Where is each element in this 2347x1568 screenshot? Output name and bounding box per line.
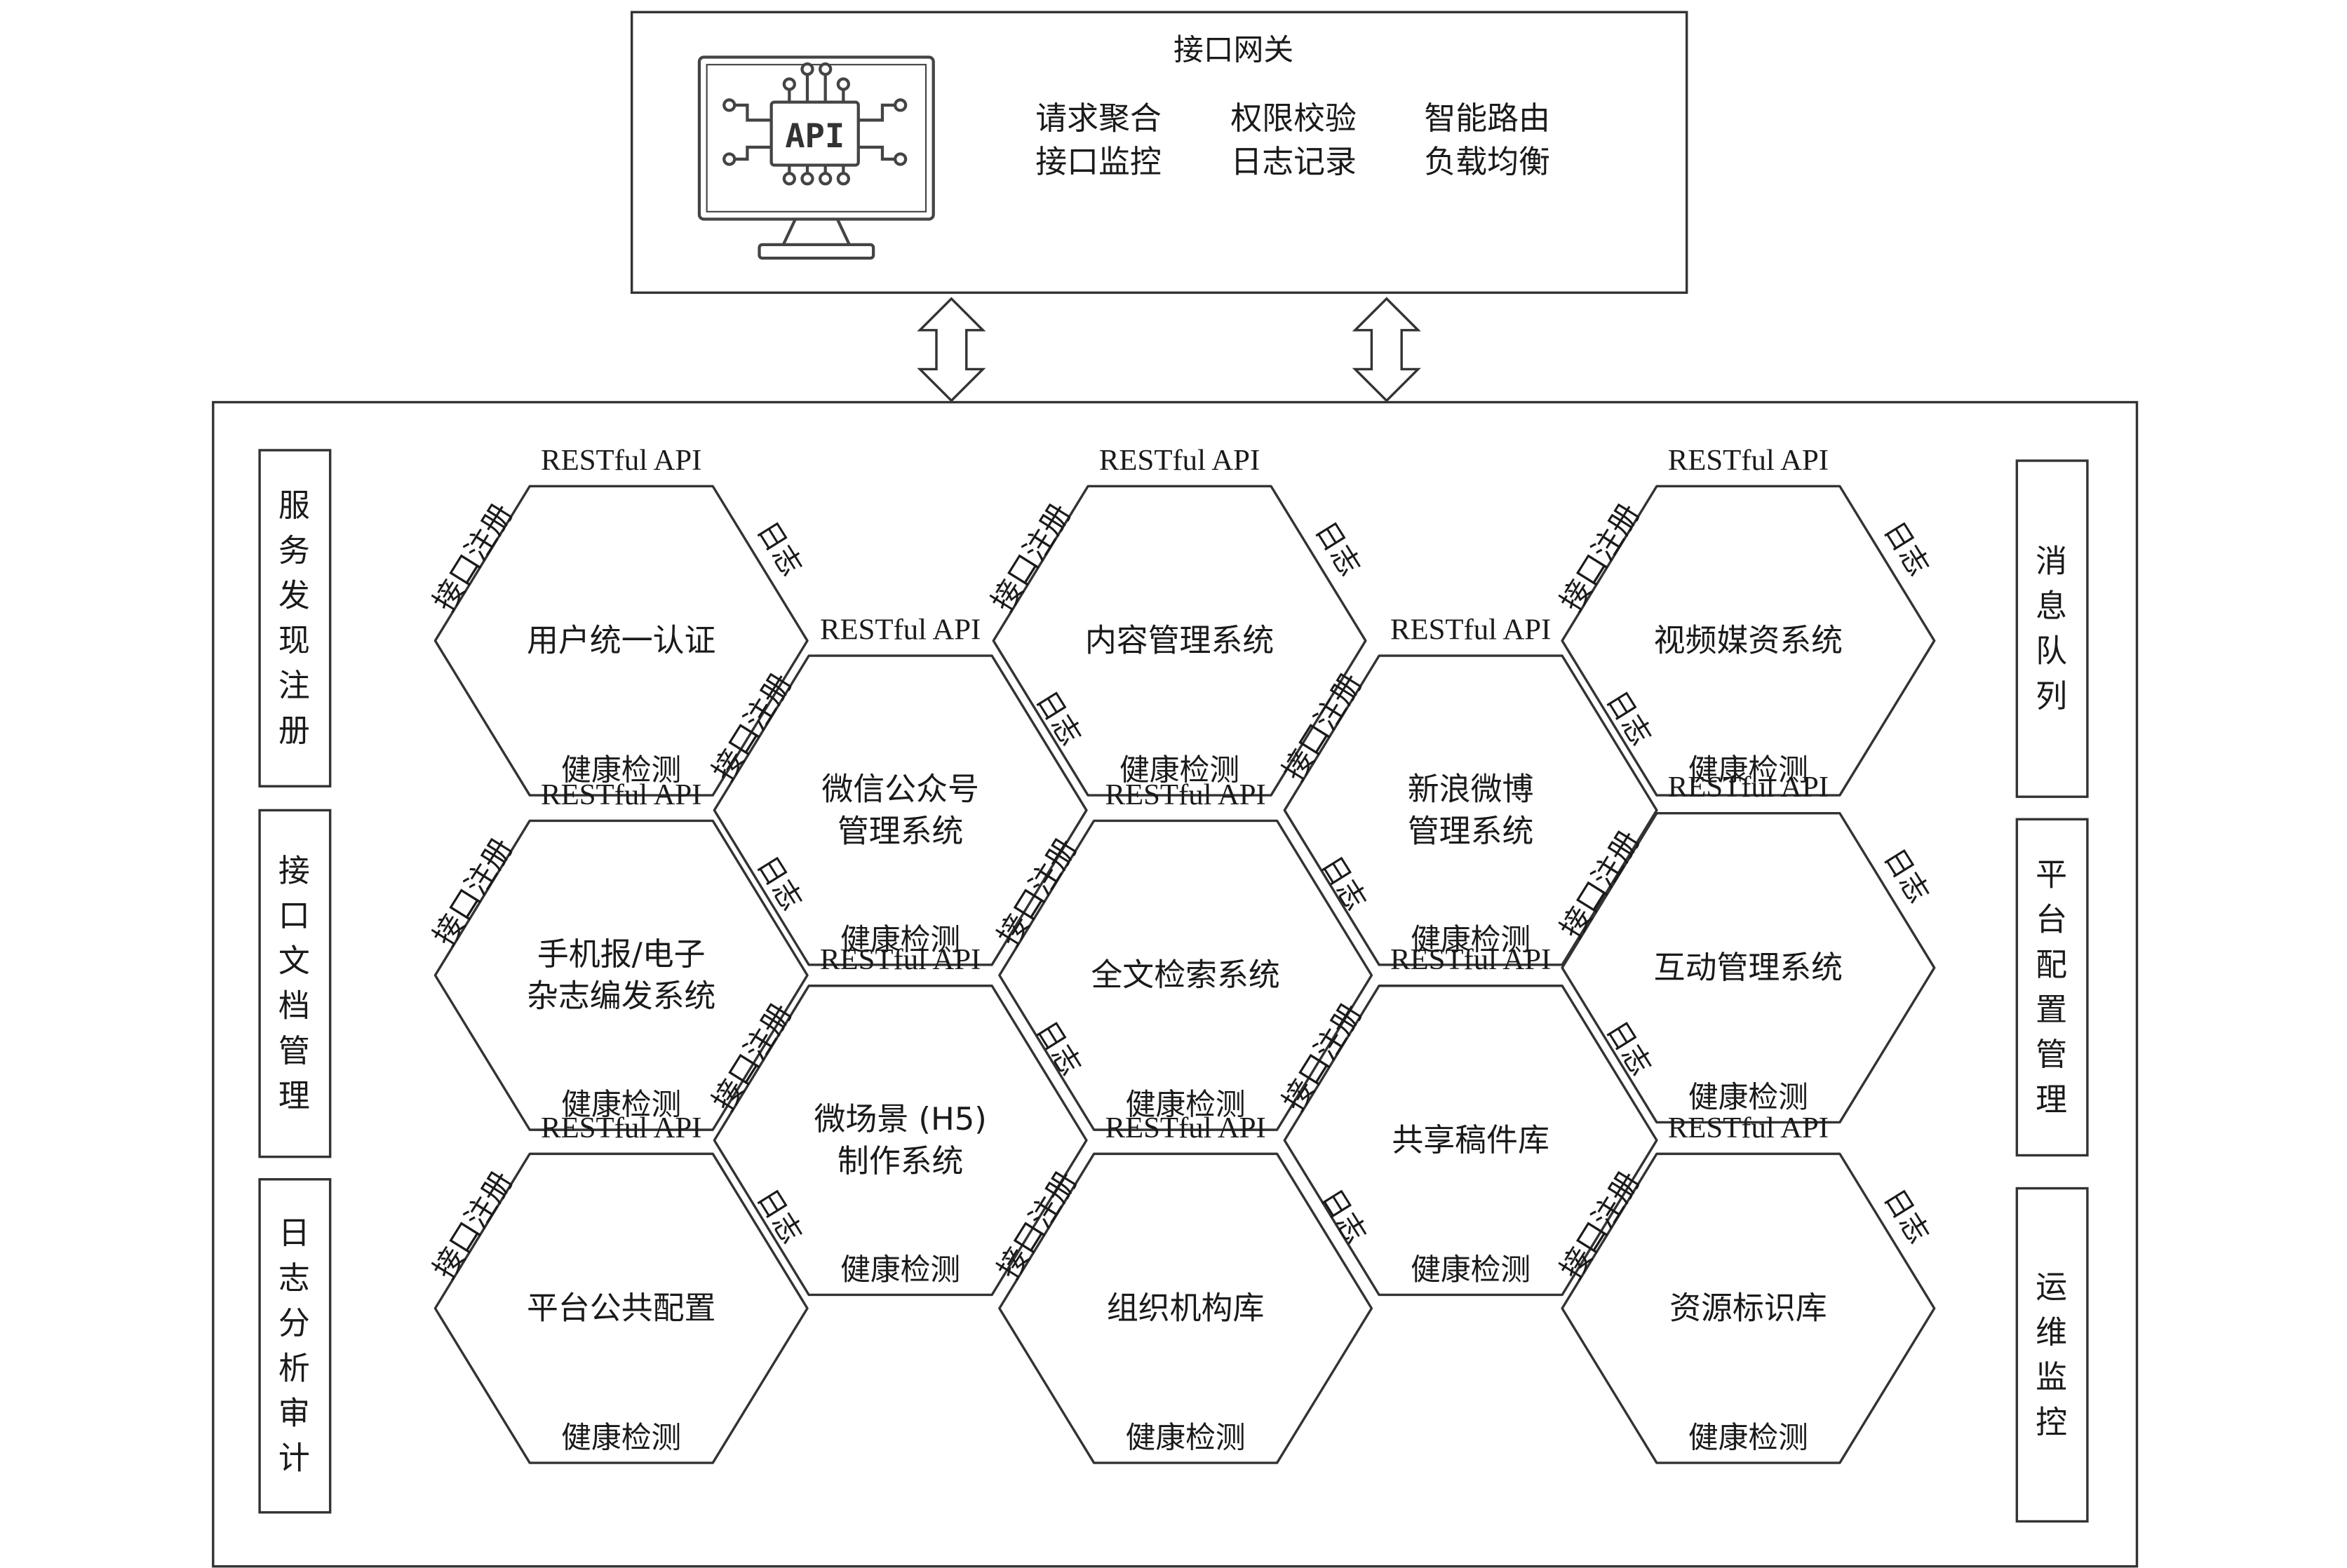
log-label: 日志 bbox=[1877, 515, 1936, 581]
health-check-label: 健康检测 bbox=[561, 1421, 681, 1456]
feature-permission-check: 权限校验 bbox=[1230, 100, 1357, 137]
panel-api-docs bbox=[258, 809, 332, 1158]
hex-platform-config: 平台公共配置 RESTful API 健康检测 接口注册 日志 bbox=[426, 1111, 809, 1464]
log-label: 日志 bbox=[751, 850, 809, 916]
restful-api-label: RESTful API bbox=[541, 444, 701, 477]
service-name: 资源标识库 bbox=[1669, 1290, 1827, 1327]
api-register-label: 接口注册 bbox=[1554, 497, 1647, 618]
api-icon-label: API bbox=[785, 117, 845, 156]
service-name: 手机报/电子杂志编发系统 bbox=[527, 935, 715, 1015]
service-name: 微信公众号管理系统 bbox=[821, 770, 979, 849]
api-register-label: 接口注册 bbox=[1554, 1165, 1647, 1285]
log-label: 日志 bbox=[751, 515, 809, 581]
log-label: 日志 bbox=[1314, 850, 1373, 916]
panel-label-message-queue: 消息队列 bbox=[2036, 542, 2067, 715]
health-check-label: 健康检测 bbox=[840, 922, 960, 957]
services-container bbox=[212, 400, 2139, 1568]
feature-load-balancing: 负载均衡 bbox=[1424, 143, 1550, 180]
service-name: 视频媒资系统 bbox=[1654, 622, 1843, 659]
api-register-label: 接口注册 bbox=[706, 997, 799, 1118]
restful-api-label: RESTful API bbox=[820, 614, 981, 647]
log-label: 日志 bbox=[1600, 685, 1659, 751]
service-name: 共享稿件库 bbox=[1392, 1121, 1549, 1158]
hex-org-structure: 组织机构库 RESTful API 健康检测 接口注册 日志 bbox=[991, 1111, 1373, 1464]
restful-api-label: RESTful API bbox=[1390, 614, 1551, 647]
restful-api-label: RESTful API bbox=[1105, 778, 1265, 811]
hex-interaction-management: 互动管理系统RESTful API健康检测接口注册日志 bbox=[1554, 771, 1936, 1124]
api-register-label: 接口注册 bbox=[985, 497, 1078, 618]
feature-api-monitoring: 接口监控 bbox=[1035, 143, 1162, 180]
panel-label-platform-config: 平台配置管理 bbox=[2036, 856, 2067, 1118]
health-check-label: 健康检测 bbox=[1688, 1080, 1808, 1115]
restful-api-label: RESTful API bbox=[1668, 444, 1829, 477]
health-check-label: 健康检测 bbox=[1119, 753, 1239, 788]
restful-api-label: RESTful API bbox=[1668, 1111, 1829, 1144]
api-register-label: 接口注册 bbox=[1276, 997, 1369, 1118]
restful-api-label: RESTful API bbox=[1105, 1111, 1265, 1144]
api-register-label: 接口注册 bbox=[1276, 667, 1369, 788]
api-register-label: 接口注册 bbox=[426, 1165, 520, 1285]
log-label: 日志 bbox=[1600, 1015, 1659, 1081]
health-check-label: 健康检测 bbox=[561, 753, 681, 788]
log-label: 日志 bbox=[751, 1183, 809, 1249]
panel-label-api-docs: 接口文档管理 bbox=[278, 852, 310, 1114]
panel-message-queue bbox=[2015, 459, 2089, 798]
health-check-label: 健康检测 bbox=[1688, 753, 1808, 788]
service-name: 内容管理系统 bbox=[1085, 622, 1274, 659]
log-label: 日志 bbox=[1877, 842, 1936, 908]
restful-api-label: RESTful API bbox=[1099, 444, 1260, 477]
log-label: 日志 bbox=[1030, 685, 1089, 751]
health-check-label: 健康检测 bbox=[840, 1252, 960, 1287]
health-check-label: 健康检测 bbox=[1411, 922, 1531, 957]
gateway-box bbox=[630, 11, 1688, 295]
double-arrow-right bbox=[1352, 297, 1421, 403]
health-check-label: 健康检测 bbox=[1126, 1088, 1246, 1123]
panel-label-log-audit: 日志分析审计 bbox=[278, 1215, 310, 1477]
restful-api-label: RESTful API bbox=[541, 778, 701, 811]
log-label: 日志 bbox=[1314, 1183, 1373, 1249]
restful-api-label: RESTful API bbox=[1390, 943, 1551, 976]
api-register-label: 接口注册 bbox=[426, 832, 520, 952]
api-register-label: 接口注册 bbox=[991, 832, 1084, 952]
service-name: 全文检索系统 bbox=[1091, 957, 1279, 994]
log-label: 日志 bbox=[1877, 1183, 1936, 1249]
log-label: 日志 bbox=[1030, 1015, 1089, 1081]
service-name: 平台公共配置 bbox=[527, 1290, 715, 1327]
gateway-title: 接口网关 bbox=[1174, 33, 1293, 68]
hex-resource-identifier: 资源标识库 RESTful API 健康检测 接口注册 日志 bbox=[1554, 1111, 1936, 1464]
panel-service-discovery bbox=[258, 449, 332, 788]
panel-platform-config bbox=[2015, 818, 2089, 1157]
health-check-label: 健康检测 bbox=[1688, 1421, 1808, 1456]
api-register-label: 接口注册 bbox=[706, 667, 799, 788]
health-check-label: 健康检测 bbox=[561, 1088, 681, 1123]
api-register-label: 接口注册 bbox=[426, 497, 520, 618]
restful-api-label: RESTful API bbox=[1668, 771, 1829, 804]
panel-label-ops-monitoring: 运维监控 bbox=[2036, 1269, 2067, 1441]
feature-smart-routing: 智能路由 bbox=[1424, 100, 1550, 137]
service-name: 组织机构库 bbox=[1107, 1290, 1265, 1327]
service-name: 新浪微博管理系统 bbox=[1408, 770, 1534, 849]
restful-api-label: RESTful API bbox=[541, 1111, 701, 1144]
api-monitor-icon bbox=[697, 55, 935, 260]
service-name: 互动管理系统 bbox=[1654, 949, 1843, 986]
feature-log-recording: 日志记录 bbox=[1230, 143, 1357, 180]
api-register-label: 接口注册 bbox=[991, 1165, 1084, 1285]
feature-request-aggregation: 请求聚合 bbox=[1035, 100, 1162, 137]
api-register-label: 接口注册 bbox=[1554, 825, 1647, 945]
double-arrow-left bbox=[917, 297, 986, 403]
restful-api-label: RESTful API bbox=[820, 943, 981, 976]
panel-log-audit bbox=[258, 1178, 332, 1514]
panel-ops-monitoring bbox=[2015, 1187, 2089, 1523]
health-check-label: 健康检测 bbox=[1411, 1252, 1531, 1287]
service-name: 用户统一认证 bbox=[527, 622, 715, 659]
panel-label-service-discovery: 服务发现注册 bbox=[278, 487, 310, 749]
health-check-label: 健康检测 bbox=[1126, 1421, 1246, 1456]
hex-video-media: 视频媒资系统RESTful API健康检测接口注册日志 bbox=[1554, 444, 1936, 797]
log-label: 日志 bbox=[1308, 515, 1367, 581]
service-name: 微场景 (H5)制作系统 bbox=[814, 1100, 986, 1180]
